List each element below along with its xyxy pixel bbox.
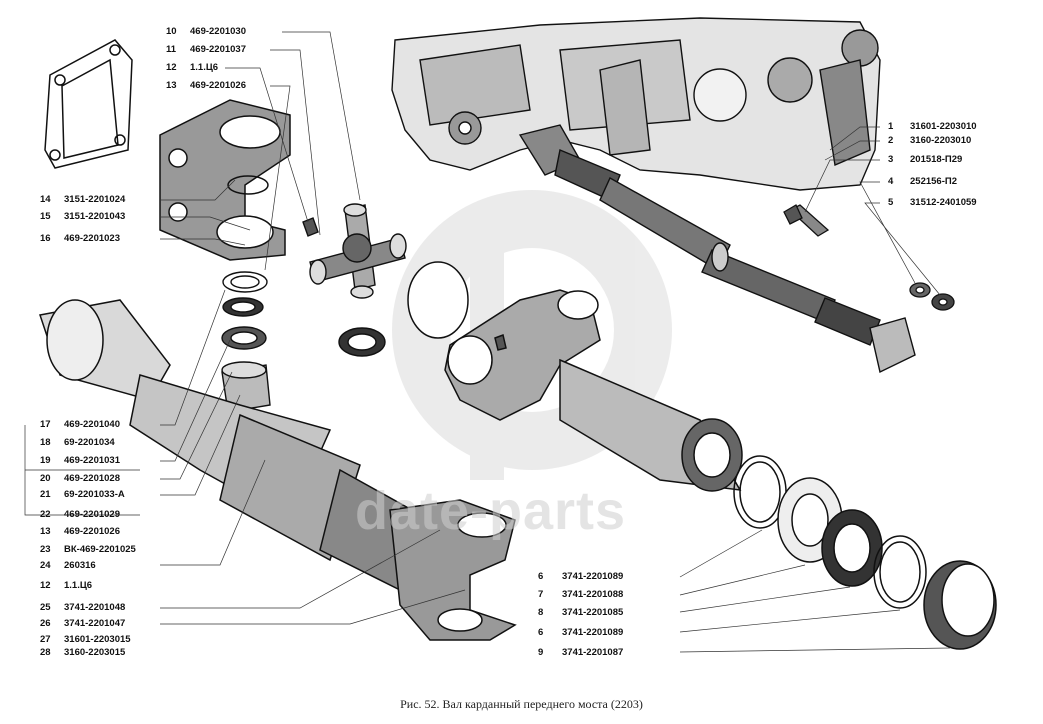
bolt-and-nuts [783, 204, 955, 311]
slip-yoke [407, 261, 743, 492]
splined-shaft [39, 299, 517, 641]
gasket-plate [44, 39, 133, 169]
seal-rings [733, 455, 997, 650]
engine-block [391, 17, 881, 191]
watermark-text: date-parts [355, 481, 627, 541]
leader-lines [24, 31, 951, 653]
spider-cross [302, 203, 407, 299]
flange-yoke [159, 99, 291, 261]
figure-caption: Рис. 52. Вал карданный переднего моста (… [400, 697, 643, 711]
upper-shaft [518, 124, 916, 374]
bearing-stack [221, 271, 386, 413]
